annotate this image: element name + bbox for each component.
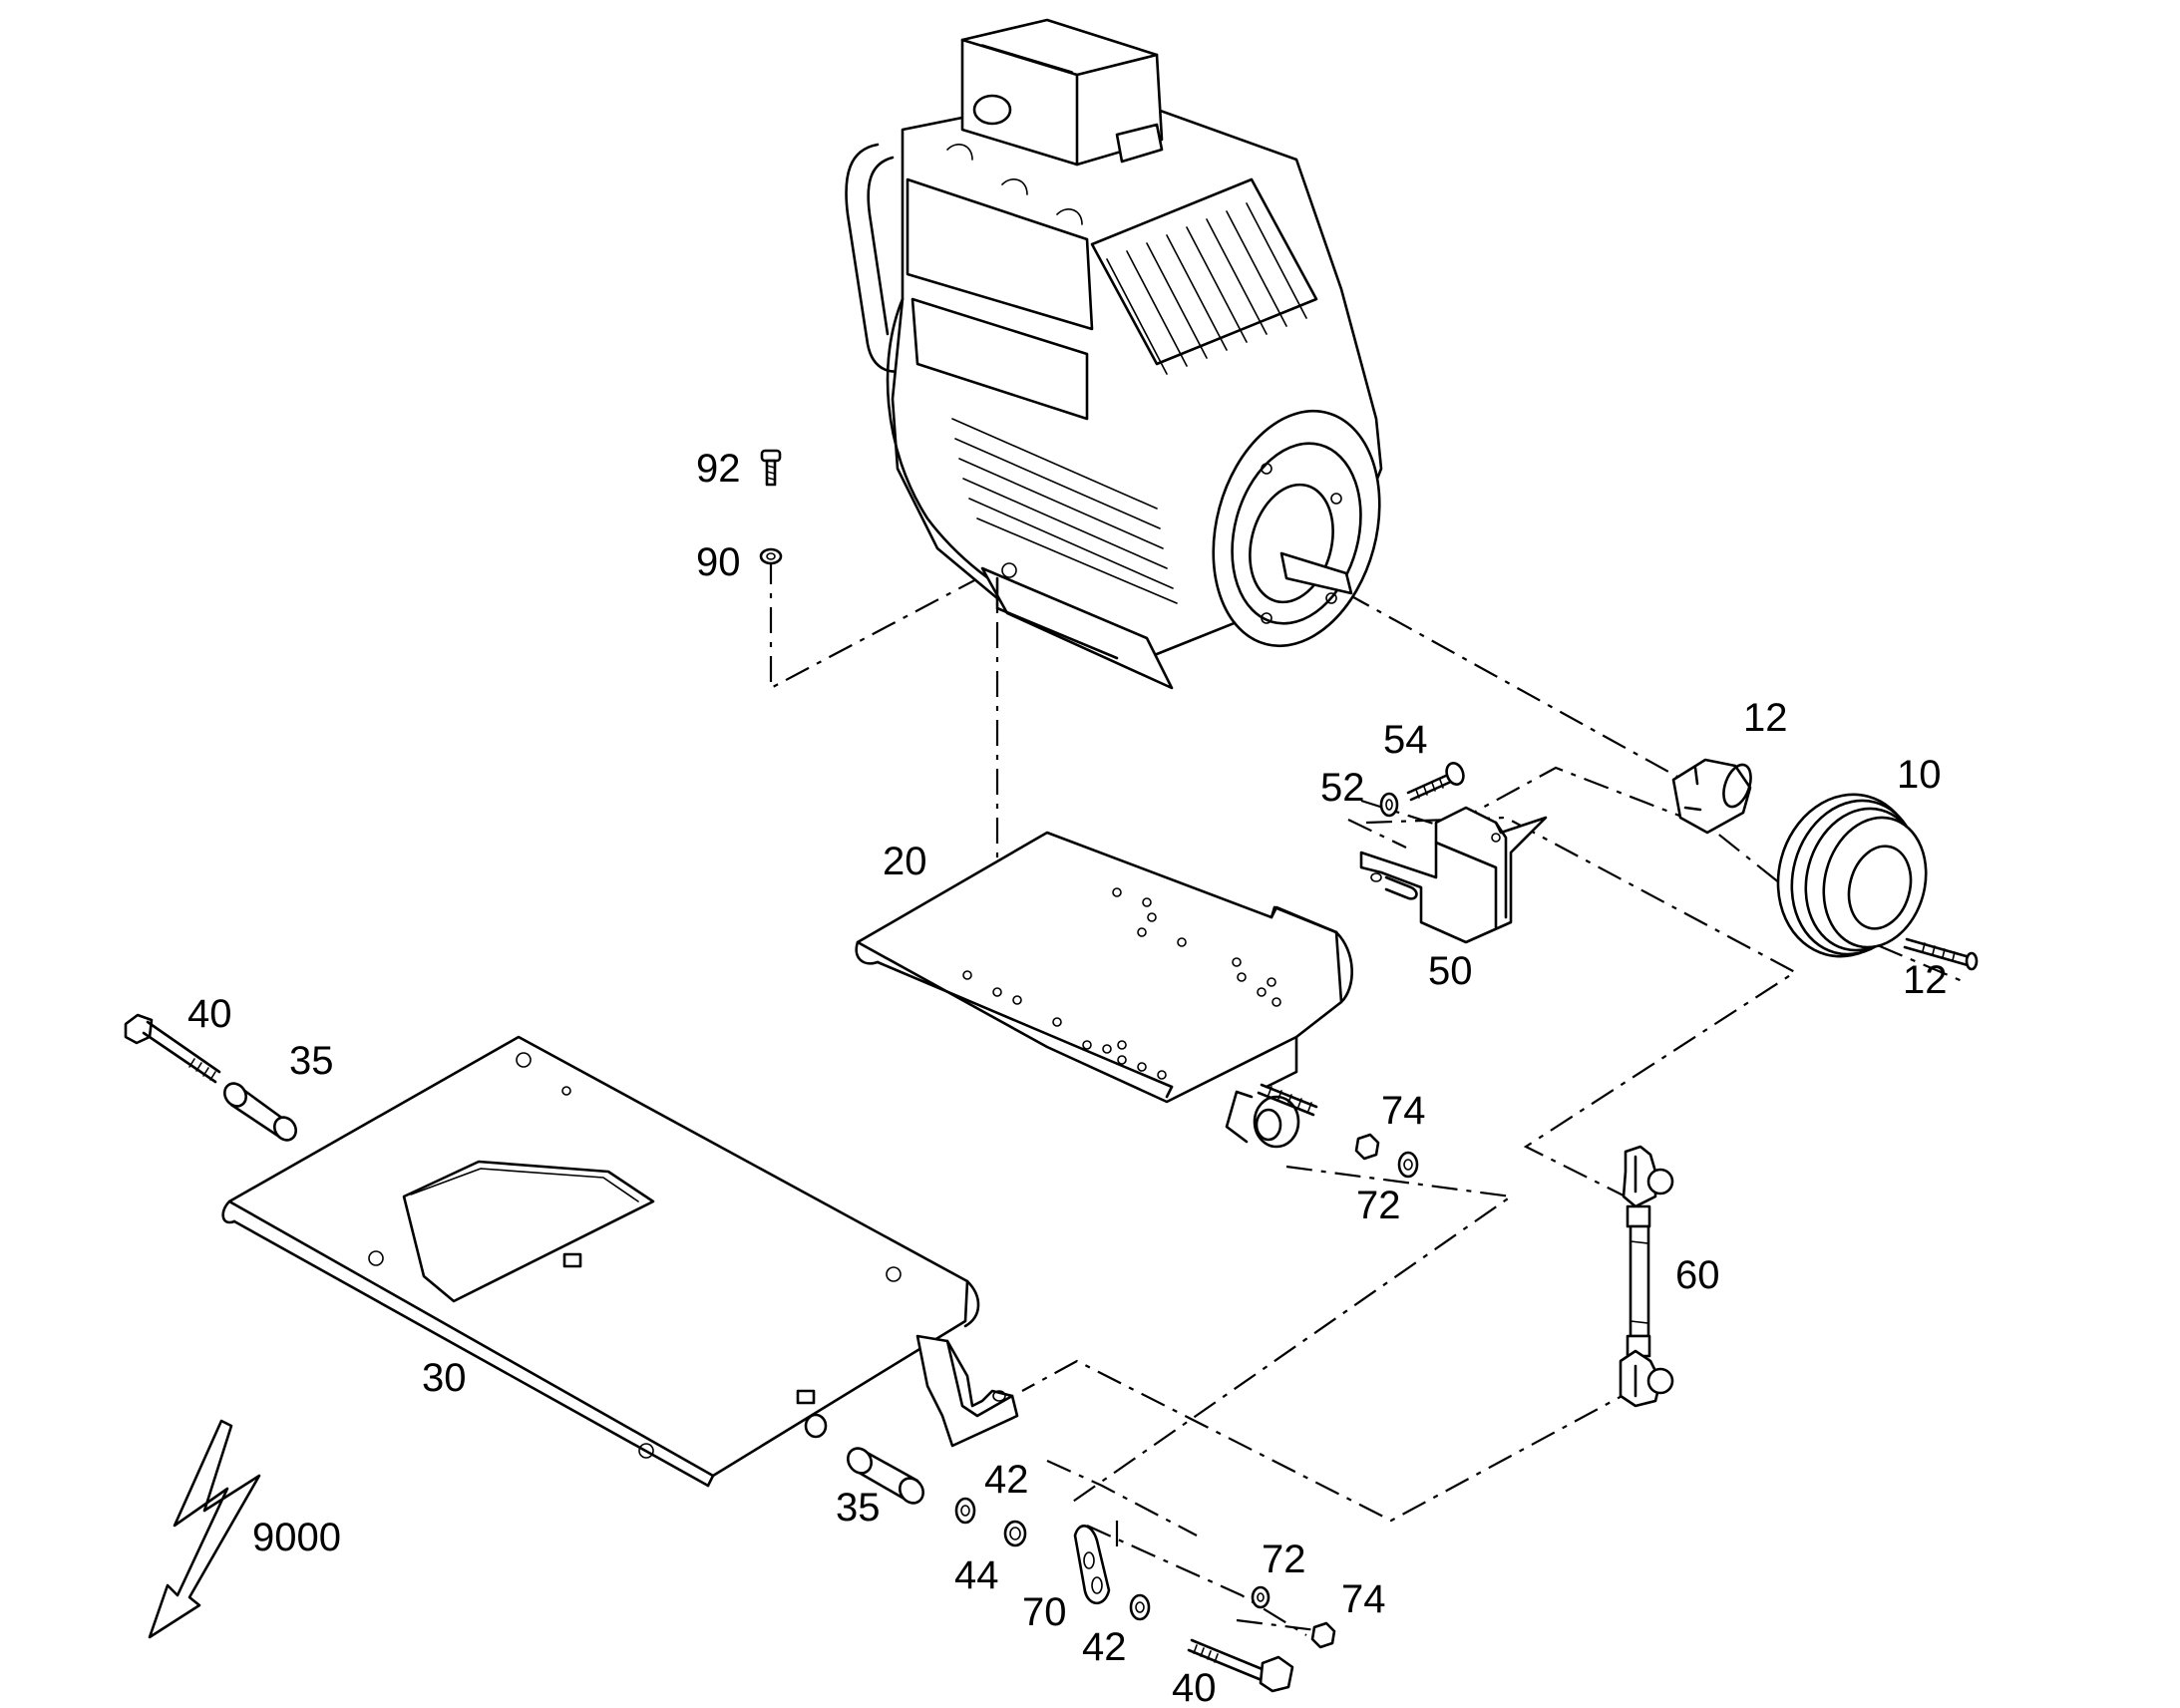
link-70	[1073, 1525, 1111, 1605]
nut-74-bottom	[1310, 1621, 1336, 1649]
washer-42-top	[954, 1497, 976, 1525]
washer-72-bottom	[1251, 1585, 1271, 1609]
set-screw-12	[1903, 937, 1979, 971]
label-44: 44	[954, 1553, 999, 1597]
turnbuckle-60	[1619, 1145, 1674, 1408]
stud-plate-20	[1257, 1083, 1318, 1117]
washer-90	[759, 547, 783, 565]
label-60: 60	[1675, 1253, 1720, 1297]
screw-92	[760, 449, 782, 487]
label-35-top: 35	[289, 1039, 334, 1083]
label-50: 50	[1428, 949, 1473, 993]
label-42-bottom: 42	[1082, 1625, 1127, 1669]
label-9000: 9000	[252, 1516, 341, 1559]
label-52: 52	[1320, 766, 1365, 810]
motor-flange	[1212, 409, 1381, 648]
electric-motor	[845, 18, 1383, 690]
bolt-40-bottom	[1187, 1638, 1294, 1693]
nut-74-top	[1354, 1133, 1380, 1161]
label-70: 70	[1022, 1590, 1067, 1634]
label-74-top: 74	[1381, 1089, 1426, 1133]
screw-54	[1406, 762, 1465, 802]
spacer-35-top	[223, 1082, 297, 1142]
label-90: 90	[696, 540, 741, 584]
label-40-bottom: 40	[1172, 1666, 1217, 1708]
base-plate-30	[221, 1035, 1019, 1488]
label-10: 10	[1897, 753, 1942, 797]
label-74-bottom: 74	[1341, 1577, 1386, 1621]
label-72-bottom: 72	[1262, 1537, 1306, 1581]
plate-20	[855, 831, 1353, 1149]
part-labels: 92 90 54 52 12 10 20 50 12 40 35 74 72 6…	[187, 447, 1948, 1708]
bushing-44	[1003, 1520, 1027, 1547]
lightning-arrow-icon	[148, 1419, 261, 1639]
spacer-35-bottom	[847, 1447, 924, 1505]
label-92: 92	[696, 447, 741, 491]
pulley-10	[1776, 793, 1928, 958]
label-35-bottom: 35	[836, 1486, 881, 1530]
label-20: 20	[883, 840, 927, 883]
label-40-top: 40	[187, 992, 232, 1036]
label-54: 54	[1383, 718, 1428, 762]
taper-bushing-12	[1671, 758, 1752, 835]
washer-42-bottom	[1129, 1593, 1151, 1621]
terminal-box	[960, 18, 1164, 167]
bolt-40-top	[124, 1013, 221, 1084]
washer-72-top	[1397, 1151, 1419, 1179]
cooling-fins	[951, 177, 1318, 604]
washer-52	[1379, 792, 1399, 818]
label-12-bottom: 12	[1903, 958, 1948, 1002]
label-30: 30	[422, 1356, 467, 1400]
bracket-50	[1359, 806, 1548, 944]
label-42-top: 42	[984, 1458, 1029, 1502]
label-72-top: 72	[1356, 1184, 1401, 1227]
label-12-top: 12	[1743, 696, 1788, 740]
